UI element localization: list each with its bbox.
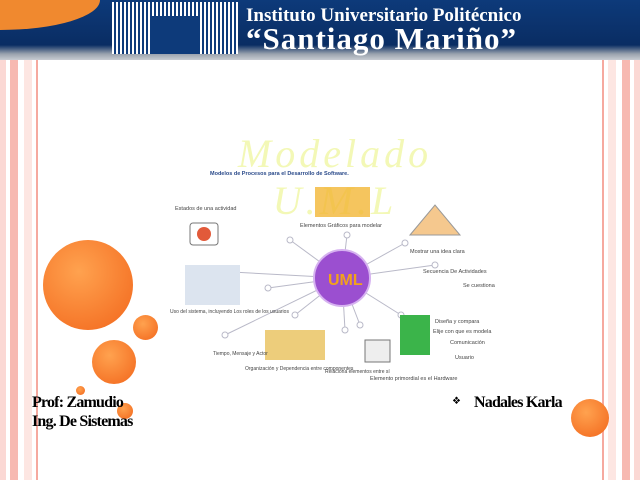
- decor-circle: [43, 240, 133, 330]
- diagram-label: Diseña y compara: [435, 319, 480, 325]
- decor-circle: [571, 399, 609, 437]
- header-banner: Instituto Universitario Politécnico “San…: [0, 0, 640, 60]
- uml-center-node: [313, 249, 371, 307]
- career-name: Ing. De Sistemas: [32, 413, 133, 430]
- graphics-image: [315, 187, 370, 217]
- components-image: [265, 330, 325, 360]
- diagram-label: Organización y Dependencia entre compone…: [245, 366, 354, 372]
- diagram-label: Usuario: [455, 355, 474, 361]
- pyramid-image: [408, 204, 462, 236]
- decor-circle: [76, 386, 85, 395]
- diagram-label: Elije con que es modela: [433, 329, 492, 335]
- diagram-heading: Modelos de Procesos para el Desarrollo d…: [210, 171, 349, 177]
- bullet-icon: ❖: [452, 396, 461, 407]
- diagram-label: Mostrar una idea clara: [410, 249, 466, 255]
- diagram-label: Elemento primordial es el Hardware: [370, 376, 457, 382]
- institute-logo: [112, 2, 238, 54]
- diagram-label: Comunicación: [450, 340, 485, 346]
- diagram-label: Uso del sistema, incluyendo Los roles de…: [170, 309, 289, 315]
- diagram-label: Secuencia De Actividades: [423, 269, 487, 275]
- diagram-label: Tiempo, Mensaje y Actor: [213, 351, 268, 357]
- left-decor-stripes: [0, 60, 40, 480]
- student-name: Nadales Karla: [474, 394, 563, 411]
- users-image: [185, 265, 240, 305]
- orange-swoosh: [0, 0, 100, 30]
- institute-name: Instituto Universitario Politécnico: [246, 5, 522, 26]
- slide-title: Modelado U.M.L: [237, 131, 433, 223]
- decor-circle: [117, 403, 133, 419]
- diagram-label: Se cuestiona: [463, 283, 496, 289]
- diagram-label: Estados de una actividad: [175, 206, 236, 212]
- institute-subname: “Santiago Mariño”: [246, 21, 518, 56]
- uml-mindmap: Modelos de Procesos para el Desarrollo d…: [170, 171, 496, 382]
- diagram-label: Relaciona elementos entre sí: [325, 369, 390, 375]
- diagram-label: Elementos Gráficos para modelar: [300, 223, 382, 229]
- boxes-image: [400, 315, 430, 355]
- decor-circle: [92, 340, 136, 384]
- decor-circle: [133, 315, 158, 340]
- professor-name: Prof: Zamudio: [32, 394, 124, 411]
- hardware-image: [364, 339, 391, 363]
- uml-center-label: UML: [328, 272, 363, 289]
